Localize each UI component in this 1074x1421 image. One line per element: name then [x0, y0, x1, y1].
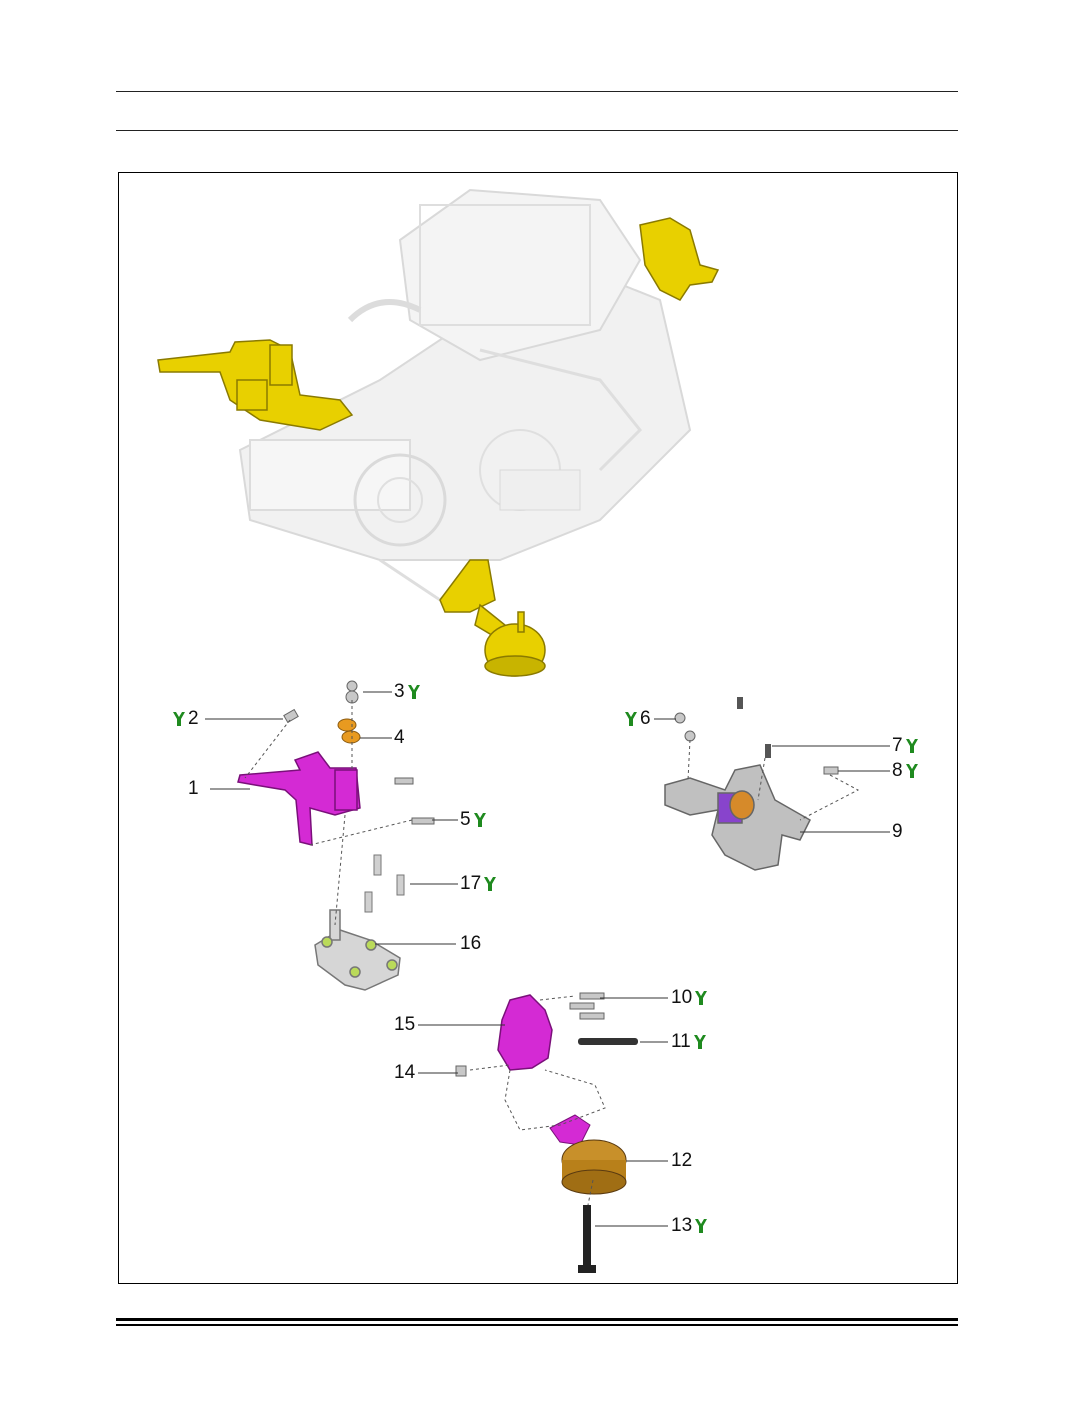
callout-14: 14: [394, 1063, 415, 1083]
right-mount-yellow: [639, 217, 720, 301]
footer-rule-thin: [116, 1324, 958, 1326]
callout-10: 10: [671, 988, 710, 1008]
header-rule-top: [116, 91, 958, 92]
callout-2: 2: [170, 709, 199, 729]
left-mount-yellow: [157, 339, 354, 431]
callout-17: 17: [460, 874, 499, 894]
callout-3: 3: [394, 682, 423, 702]
callout-label: 10: [671, 987, 693, 1008]
callout-label: 9: [892, 821, 903, 842]
callout-label: 15: [394, 1014, 416, 1035]
callout-13: 13: [671, 1216, 710, 1236]
torque-wrench-icon: [905, 763, 919, 779]
torque-wrench-icon: [694, 1218, 708, 1234]
callout-label: 11: [671, 1031, 691, 1052]
callout-4: 4: [394, 728, 405, 748]
torque-wrench-icon: [694, 990, 708, 1006]
part-13-bolt: [578, 1205, 596, 1273]
callout-label: 8: [892, 760, 903, 781]
part-8-bolt: [823, 766, 839, 775]
callout-label: 13: [671, 1215, 693, 1236]
callout-12: 12: [671, 1151, 692, 1171]
part-5-bolt: [394, 777, 435, 825]
diagram-frame: [118, 172, 958, 1284]
part-1-bracket: [237, 751, 361, 846]
callout-label: 17: [460, 873, 482, 894]
header-rule-bottom: [116, 130, 958, 131]
part-10-bolts: [569, 992, 605, 1020]
part-4-washer: [337, 718, 361, 744]
torque-wrench-icon: [172, 711, 186, 727]
part-11-bolt: [578, 1038, 638, 1045]
callout-label: 12: [671, 1150, 693, 1171]
part-3-nut: [345, 680, 359, 704]
callout-label: 1: [188, 778, 199, 799]
rear-mount-yellow: [439, 559, 546, 677]
callout-label: 2: [188, 708, 199, 729]
part-15-bracket: [497, 994, 553, 1071]
part-17-bolt: [364, 854, 405, 913]
callout-label: 5: [460, 809, 471, 830]
callout-label: 6: [640, 708, 651, 729]
part-16-bracket: [314, 909, 401, 991]
engine-assembly-illustration: [238, 188, 692, 602]
callout-label: 7: [892, 735, 903, 756]
assembly-lines: [244, 700, 860, 1206]
footer-rule-thick: [116, 1318, 958, 1321]
torque-wrench-icon: [407, 684, 421, 700]
callout-9: 9: [892, 822, 903, 842]
part-14-nut: [455, 1065, 467, 1077]
callout-label: 3: [394, 681, 405, 702]
callout-16: 16: [460, 934, 481, 954]
callout-11: 11: [671, 1032, 709, 1052]
part-7-bolt: [737, 697, 771, 758]
torque-wrench-icon: [693, 1034, 707, 1050]
callout-label: 16: [460, 933, 482, 954]
callout-1: 1: [188, 779, 199, 799]
callout-label: 14: [394, 1062, 416, 1083]
torque-wrench-icon: [473, 812, 487, 828]
part-12-bushing: [549, 1114, 627, 1195]
part-6-nut: [674, 712, 696, 742]
part-2-bolt: [283, 708, 299, 724]
callout-5: 5: [460, 810, 489, 830]
callout-7: 7: [892, 736, 921, 756]
leader-lines: [205, 691, 890, 1227]
callout-8: 8: [892, 761, 921, 781]
torque-wrench-icon: [624, 711, 638, 727]
part-9-mount: [664, 764, 811, 871]
torque-wrench-icon: [905, 738, 919, 754]
callout-15: 15: [394, 1015, 415, 1035]
callout-6: 6: [622, 709, 651, 729]
torque-wrench-icon: [483, 876, 497, 892]
callout-label: 4: [394, 727, 405, 748]
